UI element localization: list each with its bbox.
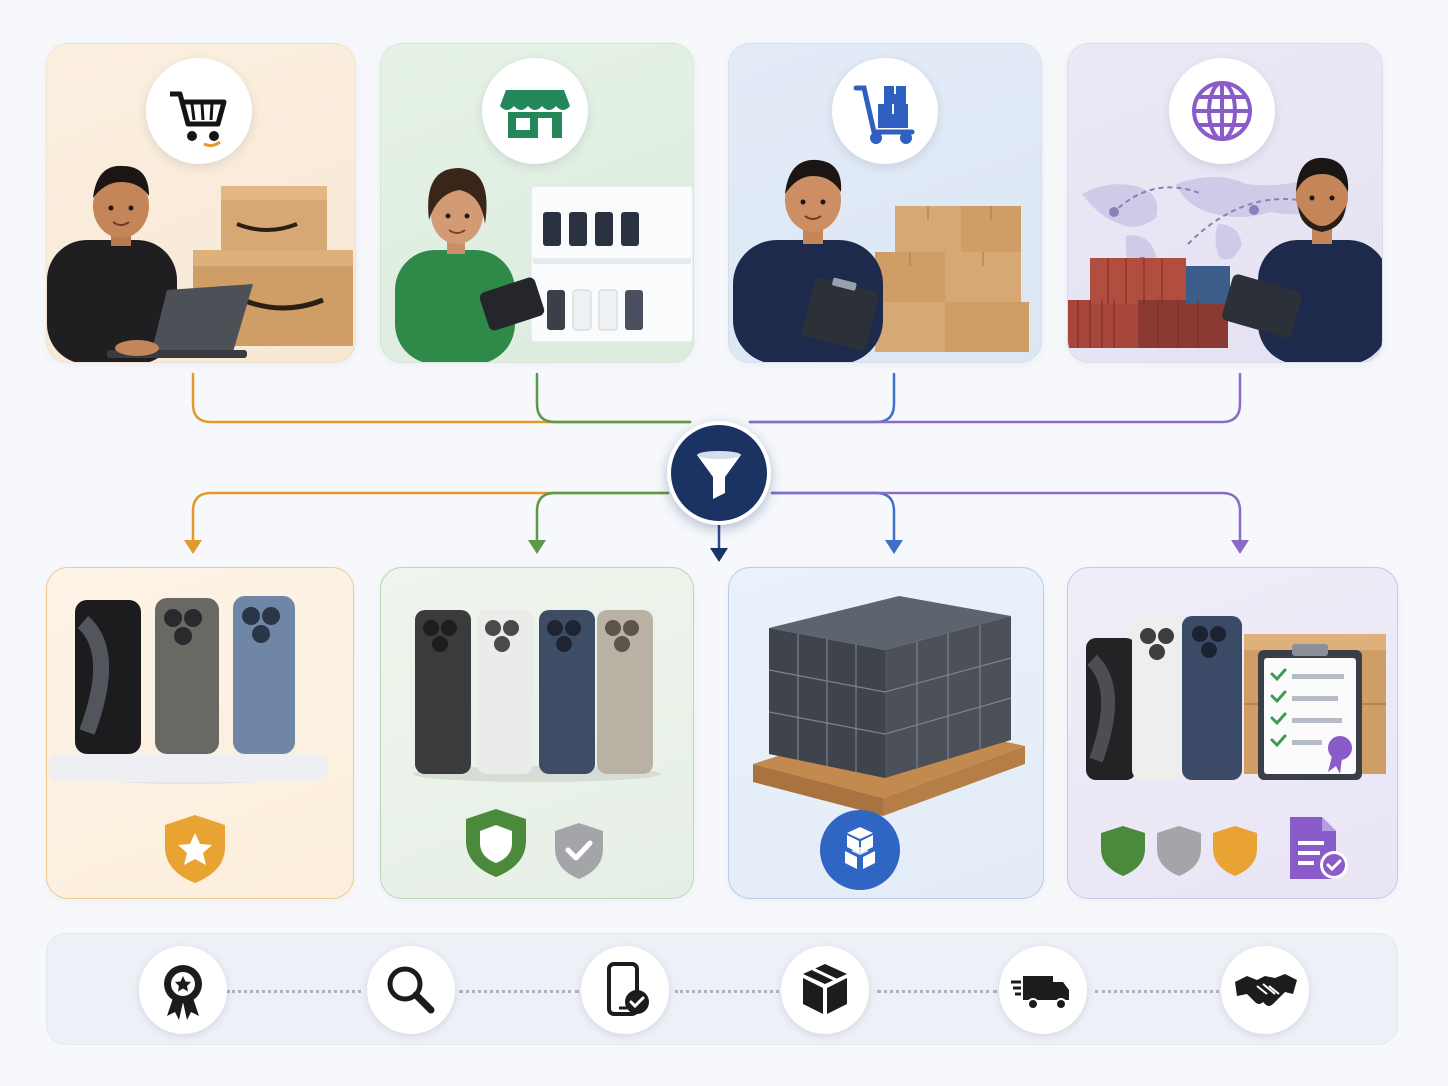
step-connector xyxy=(1095,990,1219,993)
channel-icon-bubble xyxy=(832,58,938,164)
arrowhead-export xyxy=(1231,540,1249,554)
handshake-icon xyxy=(1235,974,1297,1006)
channel-icon-bubble xyxy=(146,58,252,164)
package-box-icon xyxy=(803,964,847,1014)
channel-card-wholesale xyxy=(728,43,1042,363)
delivery-truck-icon xyxy=(1011,976,1069,1010)
graded-phones-illustration xyxy=(413,610,661,782)
arrowhead-premium xyxy=(184,540,202,554)
channel-card-global xyxy=(1067,43,1383,363)
step-connector xyxy=(227,990,361,993)
process-steps-bar xyxy=(46,933,1398,1045)
arrowhead-bulk xyxy=(885,540,903,554)
outbound-line-graded xyxy=(535,491,670,542)
premium-phones-illustration xyxy=(49,596,327,784)
output-card-graded xyxy=(380,567,694,899)
step-inspection xyxy=(367,946,455,1034)
channel-card-retail xyxy=(380,43,694,363)
gray-shield-icon xyxy=(1157,826,1201,876)
retail-store-illustration xyxy=(395,168,693,362)
bulk-pallet-illustration xyxy=(753,596,1025,816)
output-card-premium xyxy=(46,567,354,899)
award-ribbon-icon xyxy=(164,965,202,1020)
channel-card-amazon xyxy=(46,43,356,363)
gray-check-shield-icon xyxy=(555,823,603,879)
step-connector xyxy=(675,990,779,993)
wholesale-distributor-illustration xyxy=(733,159,1029,362)
amazon-seller-illustration xyxy=(47,165,353,362)
certified-export-illustration xyxy=(1086,616,1386,780)
arrowhead-graded xyxy=(528,540,546,554)
channel-icon-bubble xyxy=(482,58,588,164)
inbound-line-global xyxy=(748,372,1242,424)
orange-shield-icon xyxy=(1213,826,1257,876)
step-packaging xyxy=(781,946,869,1034)
shopping-cart-icon xyxy=(170,91,227,148)
outbound-line-bulk xyxy=(770,491,896,542)
inbound-line-wholesale xyxy=(748,372,896,424)
global-exporter-illustration xyxy=(1068,157,1382,362)
certificate-document-icon xyxy=(1290,817,1348,879)
green-shield-icon xyxy=(1101,826,1145,876)
hand-truck-icon xyxy=(853,85,915,144)
phone-check-icon xyxy=(607,962,649,1016)
inbound-line-retail xyxy=(535,372,692,424)
funnel-icon xyxy=(697,451,741,499)
storefront-icon xyxy=(500,90,570,138)
globe-icon xyxy=(1192,81,1252,141)
magnifier-icon xyxy=(387,966,435,1014)
channel-icon-bubble xyxy=(1169,58,1275,164)
gold-star-shield-icon xyxy=(165,815,225,883)
filter-hub xyxy=(667,421,771,525)
outbound-line-export xyxy=(770,491,1242,542)
arrowhead-center xyxy=(710,548,728,562)
output-card-export xyxy=(1067,567,1398,899)
step-quality xyxy=(139,946,227,1034)
step-connector xyxy=(877,990,997,993)
outbound-line-premium xyxy=(191,491,670,542)
step-device-check xyxy=(581,946,669,1034)
green-shield-icon xyxy=(466,809,526,877)
step-shipping xyxy=(999,946,1087,1034)
output-card-bulk xyxy=(728,567,1044,899)
inbound-line-amazon xyxy=(191,372,692,424)
boxes-badge-icon xyxy=(820,810,900,890)
step-connector xyxy=(459,990,579,993)
step-partnership xyxy=(1221,946,1309,1034)
